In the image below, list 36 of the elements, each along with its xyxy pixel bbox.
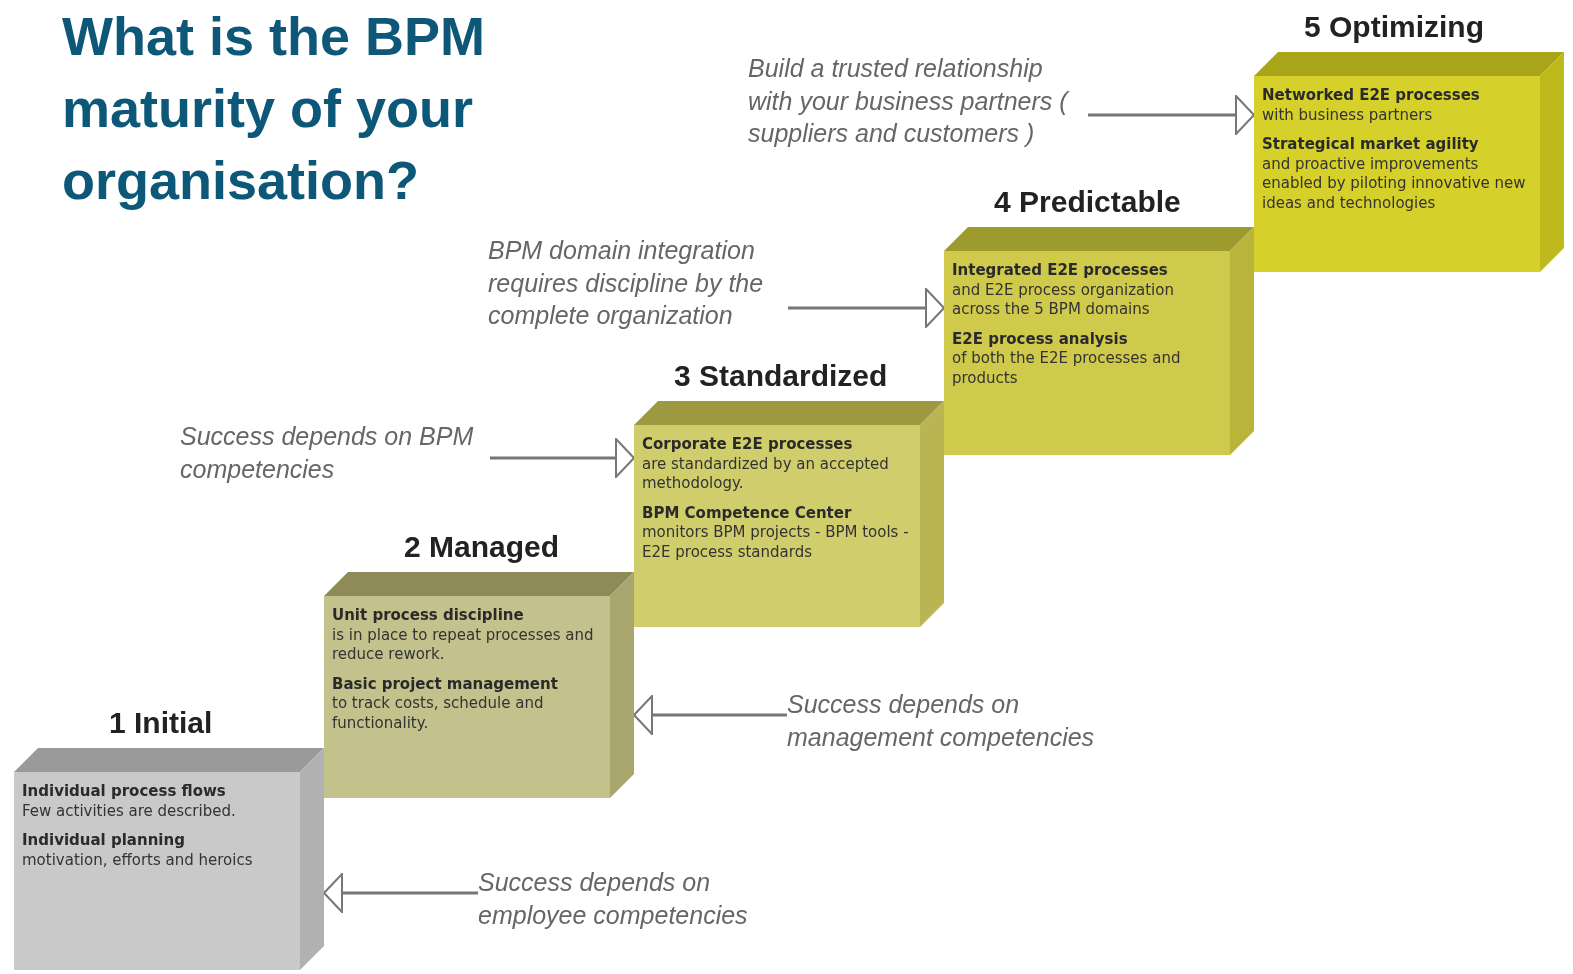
item-description: are standardized by an accepted methodology. — [642, 454, 890, 494]
item-title: Individual planning — [22, 831, 186, 851]
item-description: Few activities are described. — [22, 801, 237, 821]
item-title: Basic project management — [332, 674, 559, 694]
arrow — [788, 288, 945, 328]
note-text: Build a trusted relationship with your business partners ( suppliers and customers ) — [748, 52, 1088, 150]
arrow — [633, 695, 787, 735]
item-title: Unit process discipline — [332, 606, 525, 626]
item-description: with business partners — [1262, 105, 1434, 125]
step-heading: 5 Optimizing — [1304, 10, 1484, 44]
item-title: Networked E2E processes — [1262, 86, 1481, 106]
item-title: Corporate E2E processes — [642, 435, 854, 455]
step-heading: 1 Initial — [109, 706, 213, 740]
note-text: BPM domain integration requires discipline by the complete organization — [488, 234, 788, 332]
title: What is the BPM maturity of your organisation? — [62, 5, 486, 212]
step-heading: 4 Predictable — [994, 185, 1181, 219]
item-title: Strategical market agility — [1262, 135, 1480, 155]
arrow — [490, 438, 635, 478]
arrow — [323, 873, 478, 913]
item-description: of both the E2E processes and products — [952, 349, 1182, 388]
item-description: and proactive improvements enabled by piloting innovative new ideas and technologies — [1262, 154, 1527, 213]
step-heading: 2 Managed — [404, 530, 560, 564]
note-text: Success depends on BPM competencies — [180, 420, 490, 485]
item-description: to track costs, schedule and functionality. — [332, 694, 545, 733]
note-text: Success depends on employee competencies — [478, 866, 778, 931]
arrow — [1088, 95, 1255, 135]
note-text: Success depends on management competencies — [787, 688, 1127, 753]
item-description: monitors BPM projects - BPM tools - E2E process standards — [642, 523, 910, 562]
item-title: BPM Competence Center — [642, 503, 853, 523]
item-description: is in place to repeat processes and reduce rework. — [332, 625, 595, 665]
item-title: Individual process flows — [22, 782, 227, 802]
item-title: Integrated E2E processes — [952, 261, 1169, 281]
item-description: and E2E process organization across the 5 BPM domains — [952, 280, 1175, 320]
item-title: E2E process analysis — [952, 329, 1129, 349]
item-description: motivation, efforts and heroics — [22, 850, 254, 870]
step-heading: 3 Standardized — [674, 359, 888, 393]
